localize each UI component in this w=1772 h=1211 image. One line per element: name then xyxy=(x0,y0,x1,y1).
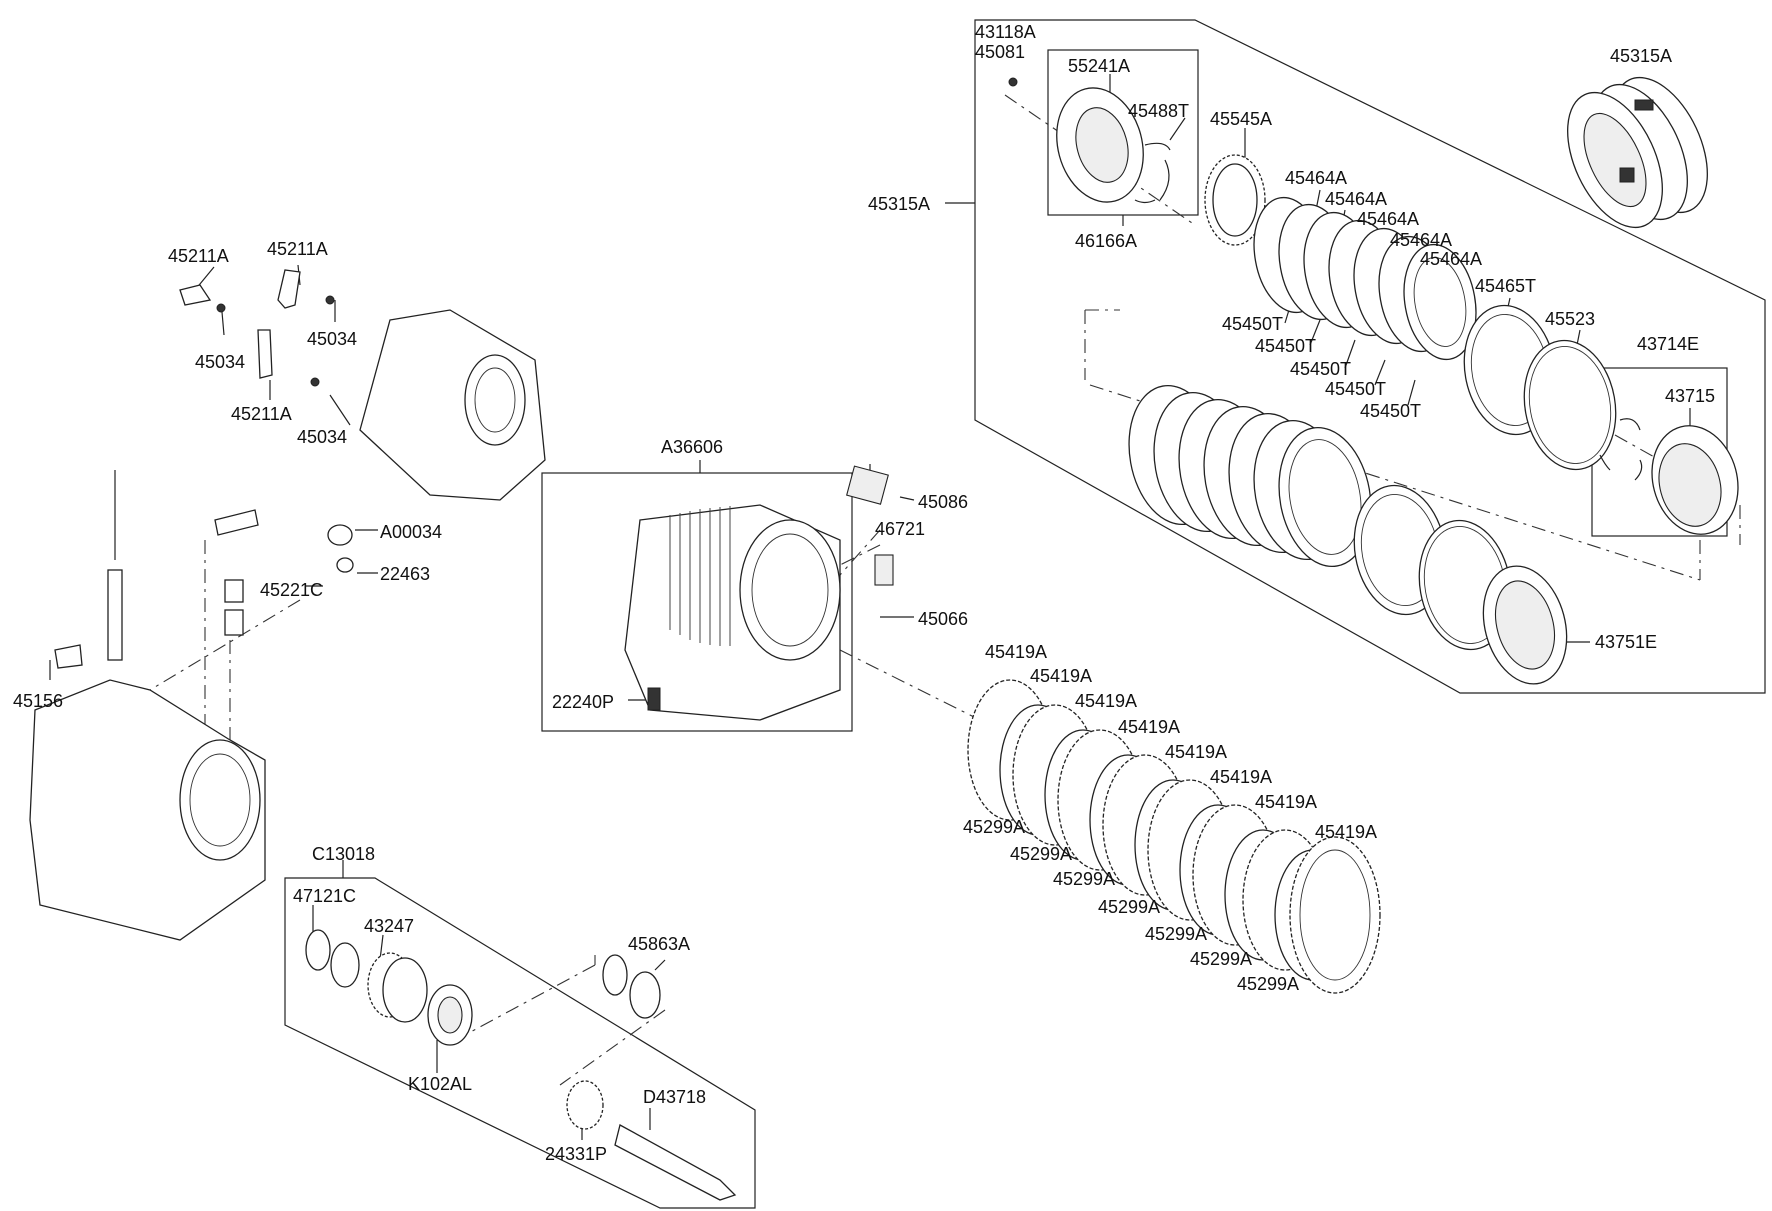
label-45211A-1: 45211A xyxy=(168,246,229,266)
label-47121C: 47121C xyxy=(293,886,356,906)
label-45450T-5: 45450T xyxy=(1360,401,1421,421)
plate-55241A xyxy=(1008,77,1144,203)
label-43751E: 43751E xyxy=(1595,632,1657,652)
label-45419A-8: 45419A xyxy=(1315,822,1377,842)
label-C13018: C13018 xyxy=(312,844,375,864)
label-45299A-5: 45299A xyxy=(1145,924,1207,944)
label-45299A-4: 45299A xyxy=(1098,897,1160,917)
alignment-lines xyxy=(79,94,1741,1086)
disc-set-45419A-45299A xyxy=(967,679,1381,994)
label-45465T: 45465T xyxy=(1475,276,1536,296)
label-45066: 45066 xyxy=(918,609,968,629)
label-22463: 22463 xyxy=(380,564,430,584)
label-45863A: 45863A xyxy=(628,934,690,954)
label-22240P: 22240P xyxy=(552,692,614,712)
label-45450T-1: 45450T xyxy=(1222,314,1283,334)
assembly-C13018-outline xyxy=(284,877,756,1209)
label-45034-3: 45034 xyxy=(297,427,347,447)
label-45299A-7: 45299A xyxy=(1237,974,1299,994)
label-45464A-3: 45464A xyxy=(1357,209,1419,229)
label-45221C: 45221C xyxy=(260,580,323,600)
label-A00034: A00034 xyxy=(380,522,442,542)
ring-45523 xyxy=(1523,339,1617,471)
label-55241A: 55241A xyxy=(1068,56,1130,76)
label-45419A-2: 45419A xyxy=(1030,666,1092,686)
label-45156: 45156 xyxy=(13,691,63,711)
label-45034-2: 45034 xyxy=(307,329,357,349)
label-45086: 45086 xyxy=(918,492,968,512)
label-45488T: 45488T xyxy=(1128,101,1189,121)
label-46166A: 46166A xyxy=(1075,231,1137,251)
snap-ring-45488T xyxy=(1134,142,1171,204)
label-45450T-4: 45450T xyxy=(1325,379,1386,399)
label-45081: 45081 xyxy=(975,42,1025,62)
label-45034-1: 45034 xyxy=(195,352,245,372)
label-45464A-5: 45464A xyxy=(1420,249,1482,269)
clutch-plate-stack-upper xyxy=(1253,196,1477,361)
label-43118A: 43118A xyxy=(975,22,1036,42)
label-43247: 43247 xyxy=(364,916,414,936)
label-45299A-1: 45299A xyxy=(963,817,1025,837)
label-45211A-3: 45211A xyxy=(231,404,292,424)
label-45419A-6: 45419A xyxy=(1210,767,1272,787)
label-45464A-4: 45464A xyxy=(1390,230,1452,250)
label-45299A-6: 45299A xyxy=(1190,949,1252,969)
assembly-45315A-outline xyxy=(974,19,1766,694)
bell-housing xyxy=(359,309,546,501)
label-45419A-4: 45419A xyxy=(1118,717,1180,737)
label-45419A-3: 45419A xyxy=(1075,691,1137,711)
label-45419A-1: 45419A xyxy=(985,642,1047,662)
label-45315A-left: 45315A xyxy=(868,194,930,214)
clutch-drum-45315A xyxy=(1567,76,1708,229)
label-45299A-2: 45299A xyxy=(1010,844,1072,864)
piston-43751E xyxy=(1482,565,1568,685)
label-45464A-1: 45464A xyxy=(1285,168,1347,188)
label-45450T-3: 45450T xyxy=(1290,359,1351,379)
label-45464A-2: 45464A xyxy=(1325,189,1387,209)
label-45299A-3: 45299A xyxy=(1053,869,1115,889)
label-45450T-2: 45450T xyxy=(1255,336,1316,356)
part-labels: 43118A 45081 55241A 45488T 45545A 45315A… xyxy=(13,22,1715,1164)
transmission-case-left xyxy=(29,470,354,941)
label-A36606: A36606 xyxy=(661,437,723,457)
label-45523: 45523 xyxy=(1545,309,1595,329)
bracket-45211A xyxy=(179,269,335,387)
label-43714E: 43714E xyxy=(1637,334,1699,354)
transmission-case-A36606 xyxy=(624,465,894,721)
piston-43715 xyxy=(1599,418,1739,535)
assembly-A36606-outline xyxy=(541,472,853,732)
label-D43718: D43718 xyxy=(643,1087,706,1107)
label-24331P: 24331P xyxy=(545,1144,607,1164)
gear-assembly-C13018 xyxy=(305,929,737,1201)
gear-ring-45545A xyxy=(1204,154,1266,246)
label-45419A-7: 45419A xyxy=(1255,792,1317,812)
label-K102AL: K102AL xyxy=(408,1074,472,1094)
label-45545A: 45545A xyxy=(1210,109,1272,129)
label-46721: 46721 xyxy=(875,519,925,539)
label-43715: 43715 xyxy=(1665,386,1715,406)
label-45315A-top: 45315A xyxy=(1610,46,1672,66)
label-45211A-2: 45211A xyxy=(267,239,328,259)
label-45419A-5: 45419A xyxy=(1165,742,1227,762)
clutch-plate-stack-lower xyxy=(1128,384,1512,651)
